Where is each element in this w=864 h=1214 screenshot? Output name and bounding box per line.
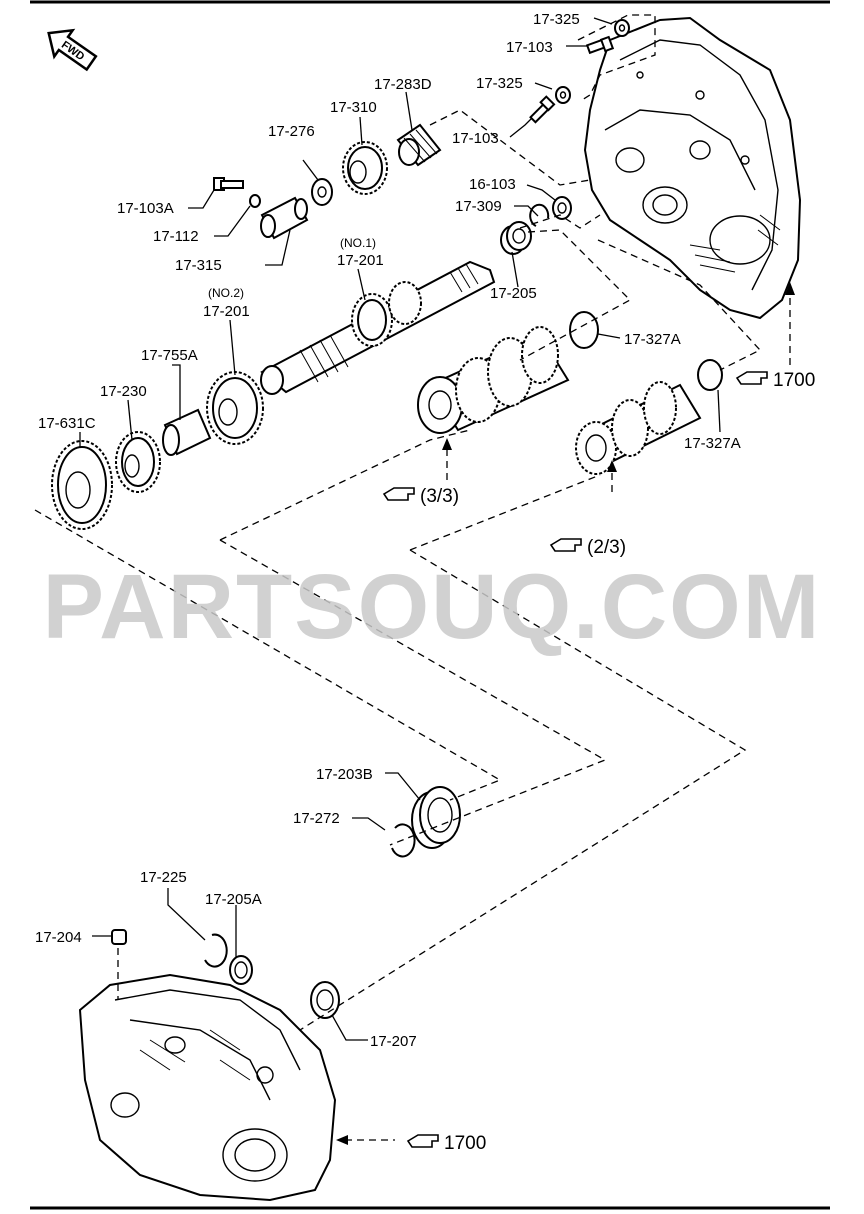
- washer-17-325-top: [614, 19, 630, 37]
- washer-17-276: [311, 178, 333, 206]
- gear-17-631C: [51, 440, 113, 530]
- gear-17-310: [342, 141, 388, 195]
- needle-bearing-17-283D: [396, 123, 442, 167]
- washer-17-325-mid: [555, 86, 571, 104]
- main-shaft-17-201: [260, 260, 496, 395]
- arrowhead-3-3: [442, 438, 452, 450]
- ref-1700-top[interactable]: 1700: [735, 370, 815, 391]
- pointing-hand-icon: [549, 538, 582, 552]
- bearing-17-203B: [411, 786, 461, 849]
- label-17-225: 17-225: [140, 869, 187, 886]
- arrowhead-2-3: [607, 460, 617, 472]
- pointing-hand-icon: [406, 1134, 439, 1148]
- bolt-17-103-mid: [529, 95, 556, 124]
- label-17-205: 17-205: [490, 285, 537, 302]
- shim-17-327A-bot: [697, 359, 723, 391]
- label-no1: (NO.1): [340, 236, 376, 250]
- label-17-310: 17-310: [330, 99, 377, 116]
- pointing-hand-icon: [735, 371, 768, 385]
- fwd-arrow-icon: FWD: [47, 28, 98, 72]
- label-17-207: 17-207: [370, 1033, 417, 1050]
- ref-1700-top-label: 1700: [773, 370, 815, 391]
- label-17-230: 17-230: [100, 383, 147, 400]
- spacer-17-755A: [162, 408, 212, 456]
- label-17-272: 17-272: [293, 810, 340, 827]
- label-17-103-top: 17-103: [506, 39, 553, 56]
- label-17-201-no1: 17-201: [337, 252, 384, 269]
- label-17-203B: 17-203B: [316, 766, 373, 783]
- label-17-315: 17-315: [175, 257, 222, 274]
- ref-3-3-label: (3/3): [420, 486, 459, 507]
- label-17-327A-bot: 17-327A: [684, 435, 741, 452]
- washer-17-112: [249, 194, 261, 208]
- label-17-631C: 17-631C: [38, 415, 96, 432]
- label-17-325-top: 17-325: [533, 11, 580, 28]
- ref-3-3[interactable]: (3/3): [382, 486, 459, 507]
- label-17-205A: 17-205A: [205, 891, 262, 908]
- transmission-case-upper: [583, 16, 802, 320]
- transmission-case-lower: [78, 973, 337, 1202]
- ref-1700-bottom-label: 1700: [444, 1133, 486, 1154]
- label-17-755A: 17-755A: [141, 347, 198, 364]
- label-17-276: 17-276: [268, 123, 315, 140]
- gear-17-201-no2: [206, 371, 264, 445]
- race-17-205: [500, 221, 532, 255]
- label-17-309: 17-309: [455, 198, 502, 215]
- label-17-201-no2: 17-201: [203, 303, 250, 320]
- label-17-204: 17-204: [35, 929, 82, 946]
- ref-2-3-label: (2/3): [587, 537, 626, 558]
- gear-17-230: [115, 431, 161, 493]
- label-no2: (NO.2): [208, 286, 244, 300]
- seal-17-207: [310, 981, 340, 1019]
- shaft-assembly-3-3: [417, 326, 570, 434]
- leader-lines: [79, 17, 721, 1041]
- label-16-103: 16-103: [469, 176, 516, 193]
- plug-17-204: [111, 929, 127, 945]
- pointing-hand-icon: [382, 487, 415, 501]
- shim-17-327A-top: [569, 311, 599, 349]
- bolt-17-103A: [213, 177, 244, 191]
- label-17-112: 17-112: [153, 228, 199, 245]
- race-17-205A: [229, 955, 253, 985]
- ref-1700-bottom[interactable]: 1700: [406, 1133, 486, 1154]
- label-17-103A: 17-103A: [117, 200, 174, 217]
- label-17-283D: 17-283D: [374, 76, 432, 93]
- snap-ring-17-309: [529, 203, 550, 227]
- snap-ring-17-225: [204, 933, 228, 968]
- label-17-325-mid: 17-325: [476, 75, 523, 92]
- seal-16-103: [552, 196, 572, 220]
- shaft-assembly-2-3: [575, 381, 702, 475]
- arrowhead-1700-top: [785, 282, 795, 295]
- label-17-103-mid: 17-103: [452, 130, 499, 147]
- sleeve-17-315: [260, 196, 309, 240]
- arrowhead-1700-bottom: [336, 1135, 348, 1145]
- label-17-327A-top: 17-327A: [624, 331, 681, 348]
- assembly-guide-lines: [34, 14, 791, 1141]
- bolt-17-103-top: [585, 35, 615, 55]
- ref-2-3[interactable]: (2/3): [549, 537, 626, 558]
